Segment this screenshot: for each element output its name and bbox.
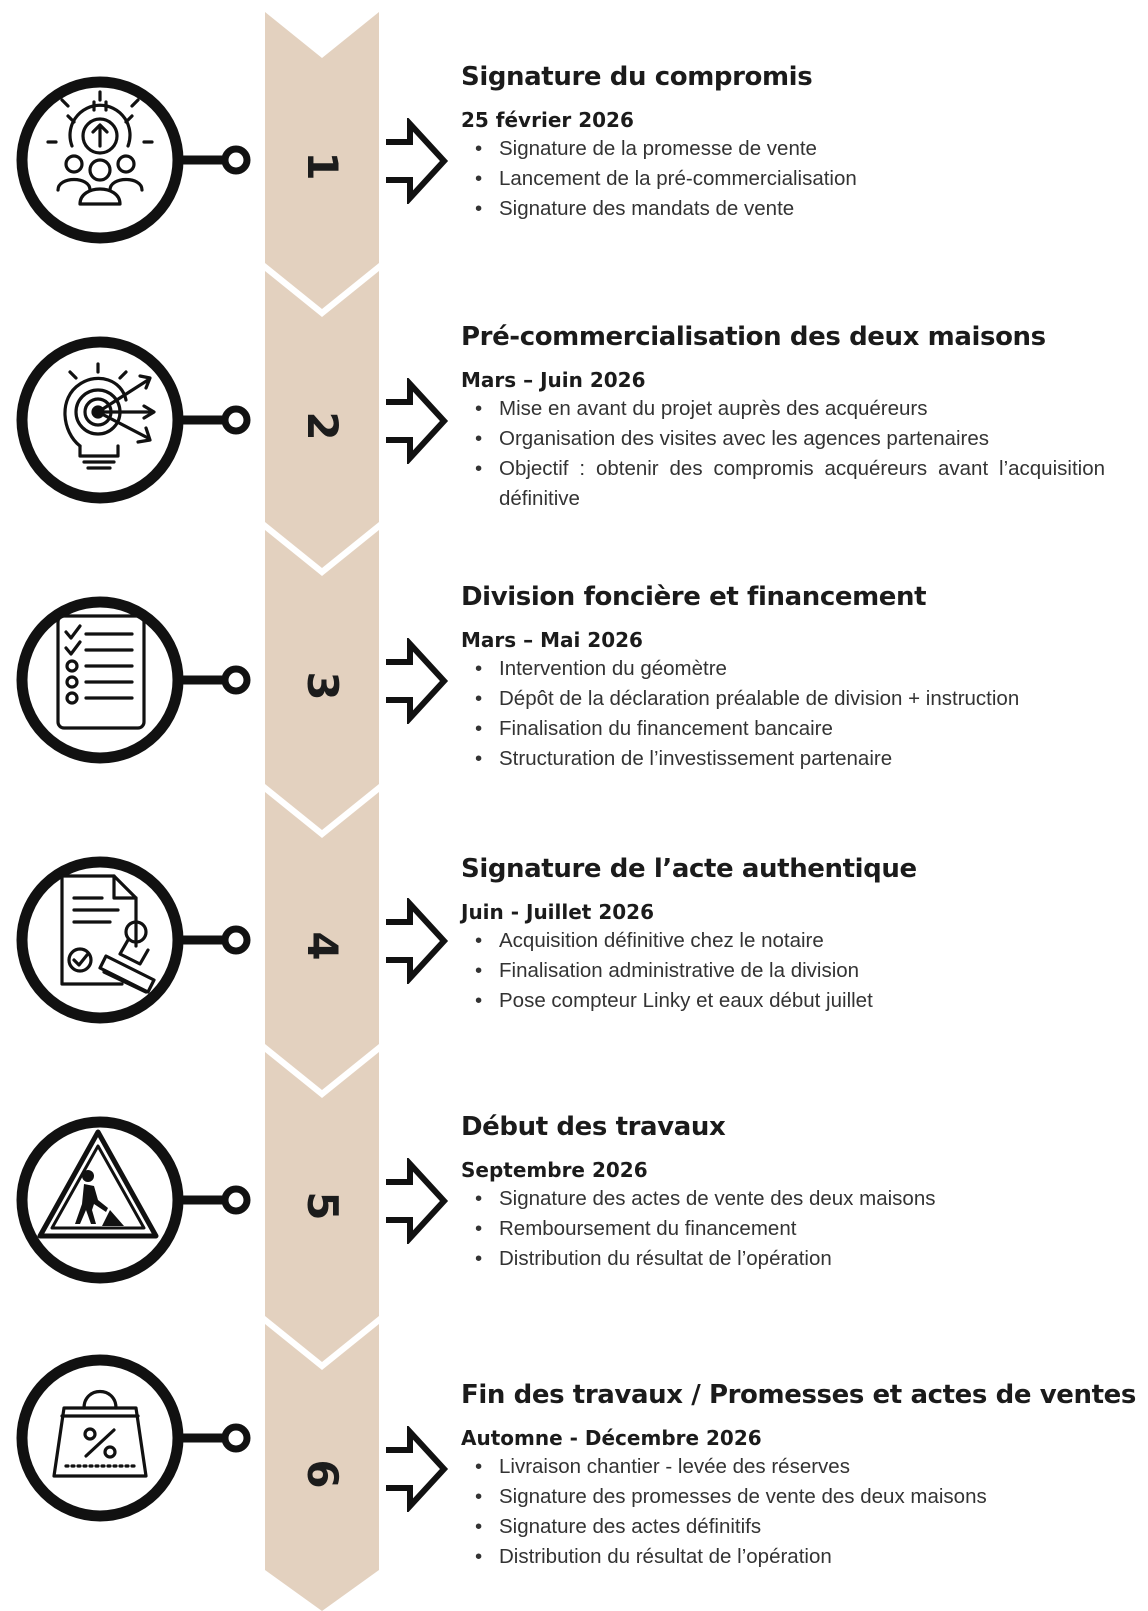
list-item: Lancement de la pré-commercialisation (461, 164, 1141, 194)
step-6-icon-badge (16, 1354, 251, 1522)
list-item: Objectif : obtenir des compromis acquére… (461, 454, 1141, 514)
step-2-date: Mars – Juin 2026 (461, 368, 646, 392)
list-item: Signature des actes de vente des deux ma… (461, 1184, 1141, 1214)
list-item: Mise en avant du projet auprès des acqué… (461, 394, 1141, 424)
step-6-number: 6 (298, 1459, 347, 1489)
list-item: Distribution du résultat de l’opération (461, 1244, 1141, 1274)
step-1-title: Signature du compromis (461, 62, 813, 92)
step-1-block: Signature du compromis 25 février 2026 S… (461, 62, 1141, 224)
list-item: Structuration de l’investissement parten… (461, 744, 1141, 774)
team-goal-gear-icon (46, 90, 154, 206)
list-item: Finalisation administrative de la divisi… (461, 956, 1141, 986)
list-item: Signature des mandats de vente (461, 194, 1141, 224)
step-6-list: Livraison chantier - levée des réserves … (461, 1452, 1141, 1572)
step-3-number: 3 (298, 671, 347, 701)
list-item: Livraison chantier - levée des réserves (461, 1452, 1141, 1482)
step-6-block: Fin des travaux / Promesses et actes de … (461, 1380, 1141, 1572)
list-item: Dépôt de la déclaration préalable de div… (461, 684, 1141, 714)
list-item: Remboursement du financement (461, 1214, 1141, 1244)
target-lightbulb-icon (63, 362, 156, 470)
band-segment-6 (265, 1324, 379, 1611)
step-2-title: Pré-commercialisation des deux maisons (461, 322, 1046, 352)
step-2-number: 2 (298, 411, 347, 441)
checklist-icon (56, 614, 146, 730)
step-1-arrow-icon (386, 118, 449, 204)
step-5-title: Début des travaux (461, 1112, 726, 1142)
step-5-block: Début des travaux Septembre 2026 Signatu… (461, 1112, 1141, 1274)
step-3-list: Intervention du géomètre Dépôt de la déc… (461, 654, 1141, 774)
step-4-date: Juin - Juillet 2026 (461, 900, 654, 924)
band-segment-4 (265, 792, 379, 1090)
step-5-list: Signature des actes de vente des deux ma… (461, 1184, 1141, 1274)
step-5-arrow-icon (386, 1158, 449, 1244)
list-item: Acquisition définitive chez le notaire (461, 926, 1141, 956)
step-1-date: 25 février 2026 (461, 108, 634, 132)
step-4-number: 4 (298, 931, 347, 961)
band-segment-2 (265, 271, 379, 568)
step-6-date: Automne - Décembre 2026 (461, 1426, 762, 1450)
step-2-arrow-icon (386, 378, 449, 464)
band-segment-3 (265, 530, 379, 830)
band-segment-1 (265, 12, 379, 309)
step-6-arrow-icon (386, 1426, 449, 1512)
step-5-icon-badge (16, 1116, 251, 1284)
step-4-list: Acquisition définitive chez le notaire F… (461, 926, 1141, 1016)
list-item: Signature des actes définitifs (461, 1512, 1141, 1542)
step-2-block: Pré-commercialisation des deux maisons M… (461, 322, 1141, 514)
list-item: Intervention du géomètre (461, 654, 1141, 684)
step-3-block: Division foncière et financement Mars – … (461, 582, 1141, 774)
step-6-title: Fin des travaux / Promesses et actes de … (461, 1380, 1136, 1410)
step-2-list: Mise en avant du projet auprès des acqué… (461, 394, 1141, 514)
list-item: Distribution du résultat de l’opération (461, 1542, 1141, 1572)
step-4-block: Signature de l’acte authentique Juin - J… (461, 854, 1141, 1016)
list-item: Finalisation du financement bancaire (461, 714, 1141, 744)
step-3-icon-badge (16, 596, 251, 764)
step-4-icon-badge (16, 856, 251, 1024)
step-5-date: Septembre 2026 (461, 1158, 648, 1182)
step-3-date: Mars – Mai 2026 (461, 628, 643, 652)
step-3-title: Division foncière et financement (461, 582, 927, 612)
step-1-icon-badge (16, 76, 251, 244)
step-5-number: 5 (298, 1191, 347, 1221)
step-4-arrow-icon (386, 898, 449, 984)
list-item: Pose compteur Linky et eaux début juille… (461, 986, 1141, 1016)
band-segment-5 (265, 1052, 379, 1362)
stamped-document-icon (60, 874, 156, 994)
step-3-arrow-icon (386, 638, 449, 724)
step-2-icon-badge (16, 336, 251, 504)
list-item: Organisation des visites avec les agence… (461, 424, 1141, 454)
road-works-sign-icon (37, 1129, 159, 1239)
shopping-bag-percent-icon (52, 1390, 148, 1478)
list-item: Signature des promesses de vente des deu… (461, 1482, 1141, 1512)
step-1-number: 1 (298, 151, 347, 181)
step-1-list: Signature de la promesse de vente Lancem… (461, 134, 1141, 224)
step-4-title: Signature de l’acte authentique (461, 854, 917, 884)
list-item: Signature de la promesse de vente (461, 134, 1141, 164)
